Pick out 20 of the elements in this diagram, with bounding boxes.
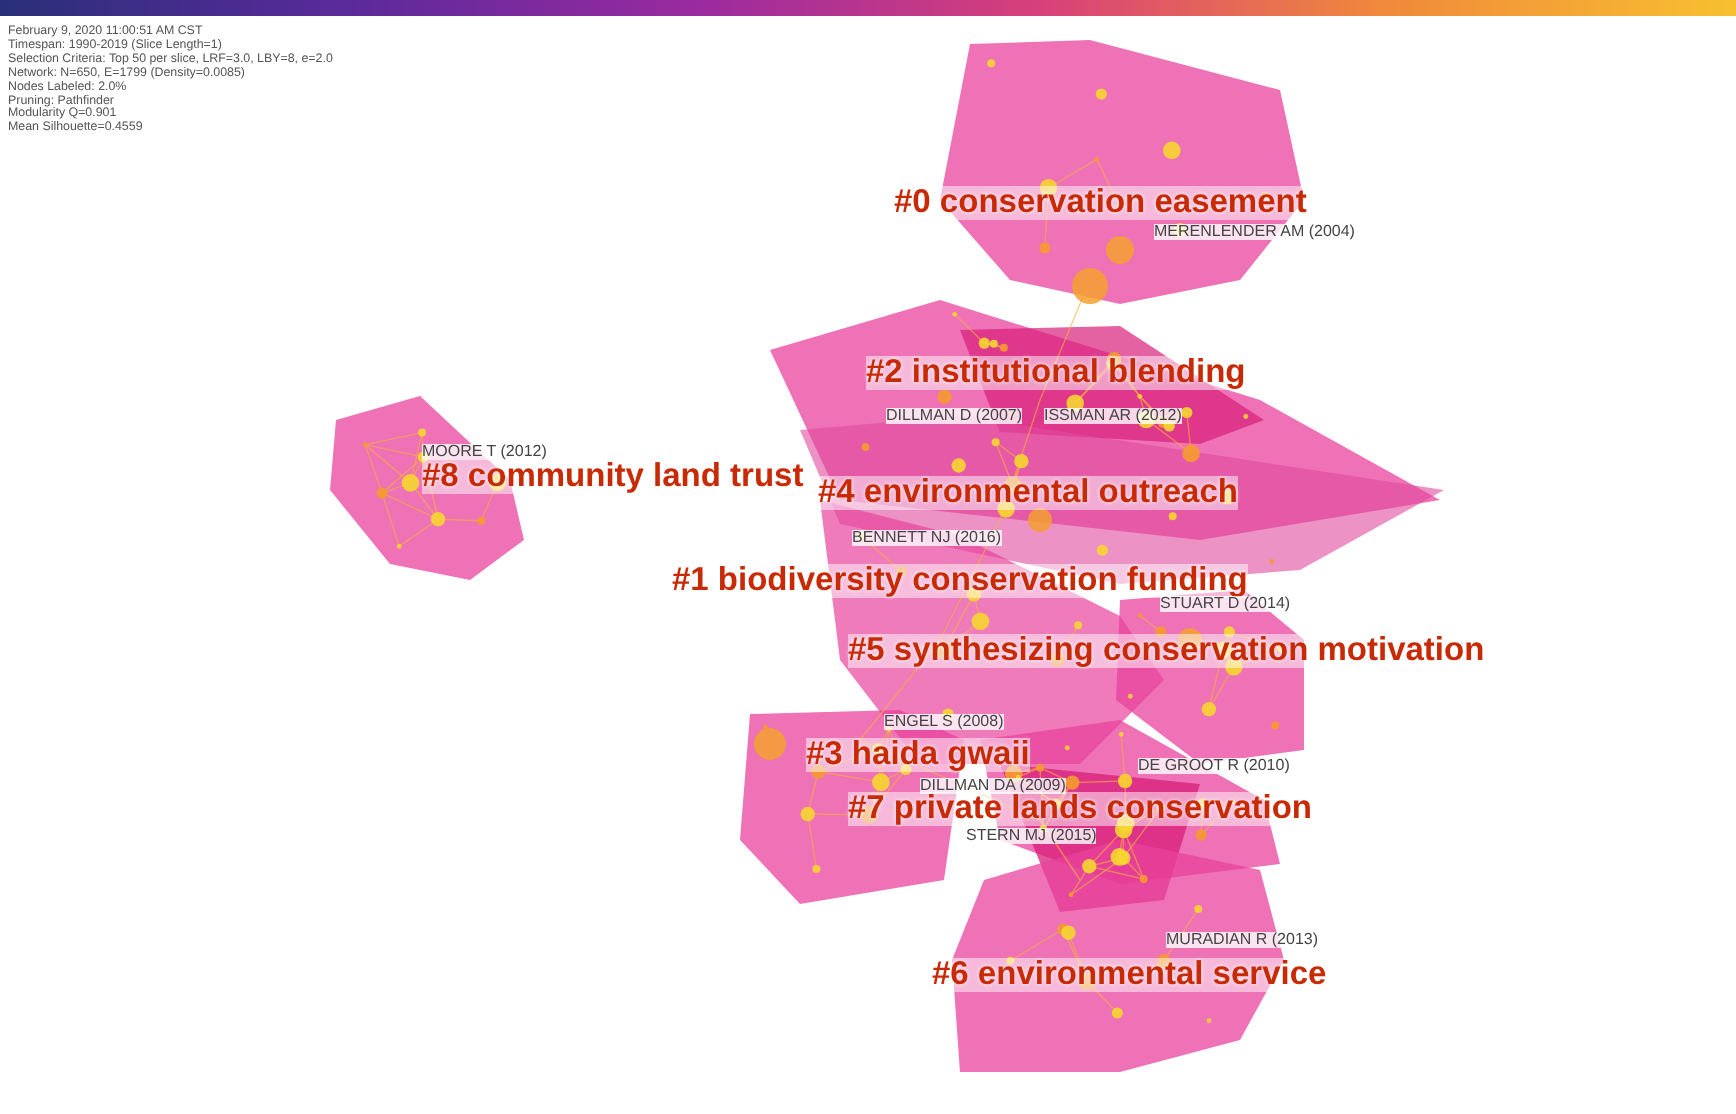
cluster-label: #2 institutional blending: [866, 356, 1246, 389]
author-label: DILLMAN DA (2009): [920, 778, 1066, 794]
author-label: DILLMAN D (2007): [886, 408, 1023, 424]
cluster-label: #4 environmental outreach: [818, 476, 1238, 509]
cluster-label: #7 private lands conservation: [848, 792, 1313, 825]
cluster-label: #6 environmental service: [932, 958, 1327, 991]
cluster-label: #3 haida gwaii: [806, 738, 1030, 771]
cluster-label: #5 synthesizing conservation motivation: [848, 634, 1485, 667]
author-label: MOORE T (2012): [422, 444, 547, 460]
author-label: MERENLENDER AM (2004): [1154, 224, 1355, 240]
author-label: MURADIAN R (2013): [1166, 932, 1319, 948]
author-label: ISSMAN AR (2012): [1044, 408, 1182, 424]
cluster-label: #0 conservation easement: [894, 186, 1307, 219]
author-label: STERN MJ (2015): [966, 828, 1097, 844]
cluster-label: #8 community land trust: [422, 460, 804, 493]
author-label: ENGEL S (2008): [884, 714, 1004, 730]
author-label: STUART D (2014): [1160, 596, 1291, 612]
author-label: BENNETT NJ (2016): [852, 530, 1002, 546]
author-label: DE GROOT R (2010): [1138, 758, 1290, 774]
cluster-label: #1 biodiversity conservation funding: [672, 564, 1248, 597]
